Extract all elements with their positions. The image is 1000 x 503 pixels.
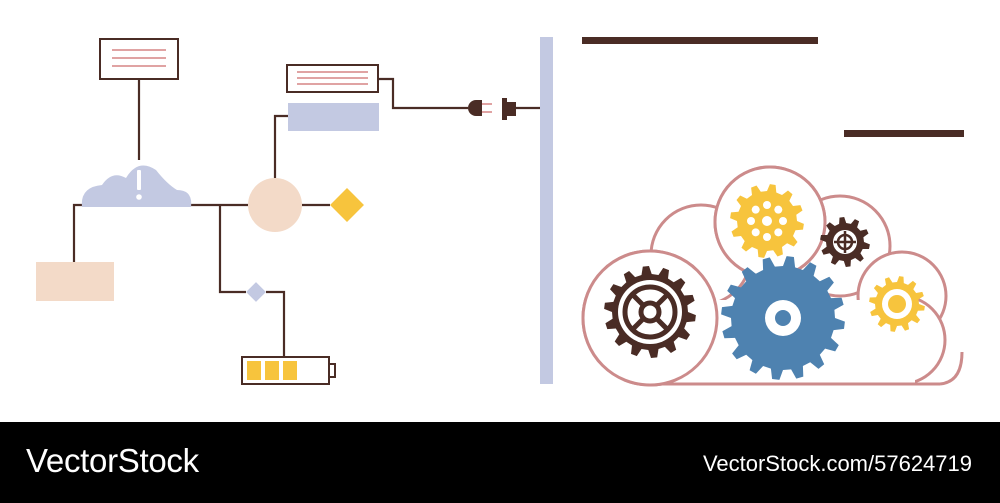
vectorstock-logo: VectorStock [26,442,199,479]
connector-line [378,77,468,110]
diagram-canvas [36,37,964,387]
subheading-bar [844,130,964,137]
gold-diamond [330,188,364,222]
gear-group [604,184,925,380]
illustration [36,37,964,387]
watermark-footer: VectorStock VectorStock.com/57624719 [0,422,1000,503]
top-note [99,38,179,80]
gold-top-gear-icon [730,184,804,258]
connector-line [273,114,288,179]
wall-divider [540,37,553,384]
stock-image-id: VectorStock.com/57624719 [702,451,972,476]
hub-circle [248,178,302,232]
heading-bar [582,37,818,44]
brown-wheel-gear-icon [604,266,696,358]
upper-note [286,64,379,93]
small-gold-gear-icon [869,276,925,332]
blue-main-gear-icon [721,256,845,380]
exclamation-icon [136,170,142,200]
alert-cloud [81,165,192,207]
peach-block [36,262,114,301]
socket-icon [502,98,516,120]
plug-icon [468,100,492,116]
small-diamond [246,282,266,302]
connector-line [218,205,246,294]
small-brown-gear-icon [820,217,870,267]
connector-line [266,290,286,356]
battery-icon [241,356,336,385]
blue-block [288,103,379,131]
connector-line [72,203,95,263]
